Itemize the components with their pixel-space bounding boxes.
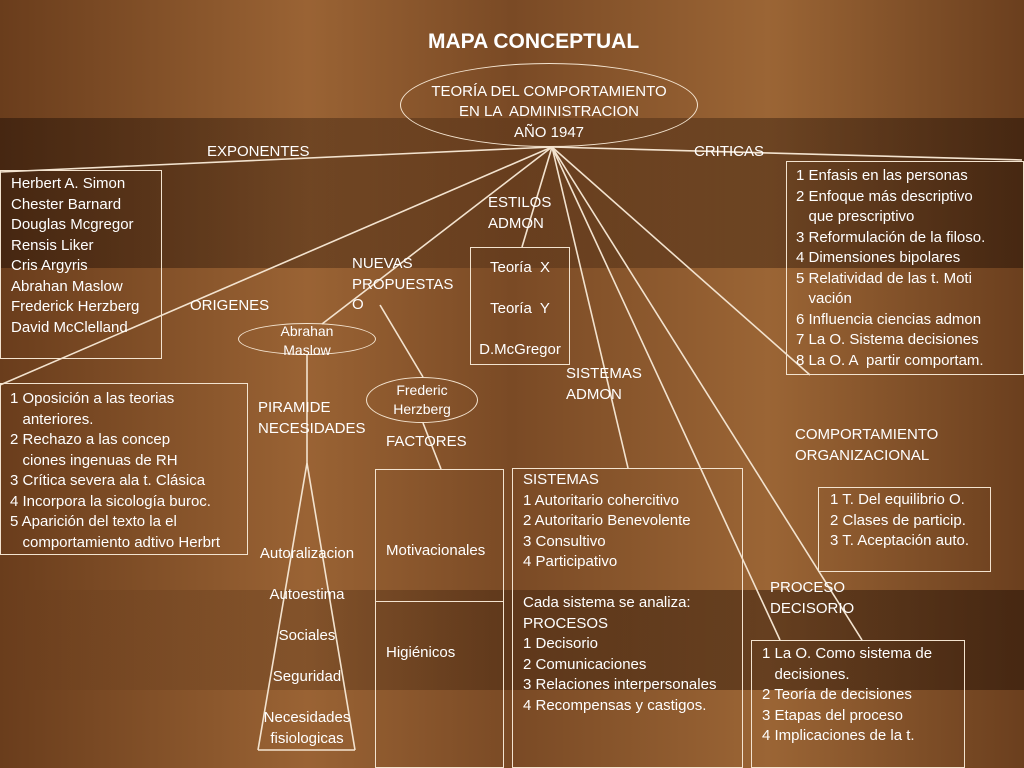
label-comportamiento-organizacional: COMPORTAMIENTO ORGANIZACIONAL bbox=[795, 426, 939, 464]
label-origenes: ORIGENES bbox=[190, 297, 270, 314]
main-node-ellipse bbox=[400, 63, 698, 147]
criticas-list: 1 Enfasis en las personas 2 Enfoque más … bbox=[796, 167, 986, 369]
label-proceso-decisorio: PROCESO DECISORIO bbox=[770, 579, 855, 617]
exponentes-list: Herbert A. Simon Chester Barnard Douglas… bbox=[11, 175, 140, 336]
origenes-box bbox=[0, 383, 248, 555]
label-sistemas-admon: SISTEMAS ADMON bbox=[566, 365, 642, 403]
label-criticas: CRITICAS bbox=[694, 143, 765, 160]
herzberg-ellipse bbox=[366, 377, 478, 423]
label-estilos-admon: ESTILOS ADMON bbox=[488, 194, 552, 232]
piramide-level-sociales: Sociales bbox=[278, 627, 336, 644]
comportamiento-box bbox=[818, 487, 991, 572]
main-node-line-2: EN LA ADMINISTRACION bbox=[458, 103, 640, 120]
piramide-level-autorealizacion: Autoralizacion bbox=[259, 545, 355, 562]
maslow-text: Abrahan Maslow bbox=[280, 323, 334, 358]
page-title: MAPA CONCEPTUAL bbox=[428, 30, 640, 53]
exponentes-box bbox=[0, 170, 162, 359]
factor-higienicos: Higiénicos bbox=[386, 644, 456, 661]
estilos-box bbox=[470, 247, 570, 365]
factores-box bbox=[375, 469, 504, 768]
herzberg-text: Frederic Herzberg bbox=[393, 382, 451, 417]
label-piramide-necesidades: PIRAMIDE NECESIDADES bbox=[258, 399, 366, 437]
label-factores: FACTORES bbox=[386, 433, 467, 450]
proceso-box-text: 1 La O. Como sistema de decisiones. 2 Te… bbox=[762, 645, 933, 744]
piramide-level-seguridad: Seguridad bbox=[272, 668, 342, 685]
estilos-box-text: Teoría X Teoría Y D.McGregor bbox=[479, 259, 561, 358]
label-nuevas-propuestas: NUEVAS PROPUESTAS O bbox=[352, 255, 454, 313]
piramide-level-necesidades: Necesidades fisiologicas bbox=[263, 709, 351, 747]
piramide-level-autoestima: Autoestima bbox=[269, 586, 345, 603]
sistemas-box-text: SISTEMAS 1 Autoritario cohercitivo 2 Aut… bbox=[523, 471, 717, 714]
factor-motivacionales: Motivacionales bbox=[386, 542, 486, 559]
main-node-line-3: AÑO 1947 bbox=[513, 124, 585, 141]
factores-divider bbox=[375, 601, 504, 602]
comportamiento-box-text: 1 T. Del equilibrio O. 2 Clases de parti… bbox=[830, 491, 969, 549]
main-node-line-1: TEORÍA DEL COMPORTAMIENTO bbox=[431, 83, 667, 100]
maslow-ellipse bbox=[238, 323, 376, 355]
origenes-list: 1 Oposición a las teorias anteriores. 2 … bbox=[10, 390, 221, 551]
label-exponentes: EXPONENTES bbox=[207, 143, 310, 160]
